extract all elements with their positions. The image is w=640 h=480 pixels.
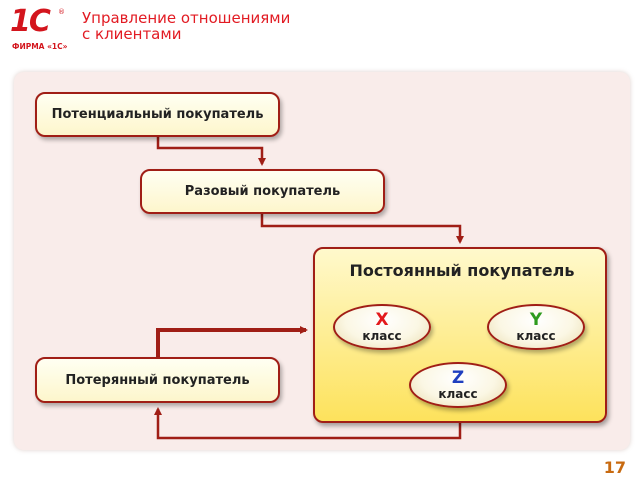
slide-title: Управление отношениями с клиентами [82, 10, 412, 42]
class-y-oval: Y класс [487, 304, 585, 350]
company-logo: 1С ® ФИРМА «1С» [8, 4, 72, 52]
node-one-time-buyer: Разовый покупатель [140, 169, 385, 214]
logo-mark: 1С [10, 4, 51, 39]
class-z-oval: Z класс [409, 362, 507, 408]
slide-title-line-1: Управление отношениями [82, 9, 291, 27]
class-y-letter: Y [529, 310, 543, 330]
logo-firm-name: ФИРМА «1С» [12, 42, 68, 51]
slide-title-line-2: с клиентами [82, 25, 182, 43]
class-y-word: класс [516, 329, 556, 343]
node-potential-buyer: Потенциальный покупатель [35, 92, 280, 137]
class-z-letter: Z [451, 368, 465, 388]
class-x-letter: X [375, 310, 389, 330]
logo-registered-mark: ® [58, 8, 65, 16]
node-lost-buyer: Потерянный покупатель [35, 357, 280, 403]
page-number: 17 [603, 458, 626, 477]
class-x-word: класс [362, 329, 402, 343]
class-x-oval: X класс [333, 304, 431, 350]
constant-buyer-title: Постоянный покупатель [349, 261, 575, 280]
class-z-word: класс [438, 387, 478, 401]
